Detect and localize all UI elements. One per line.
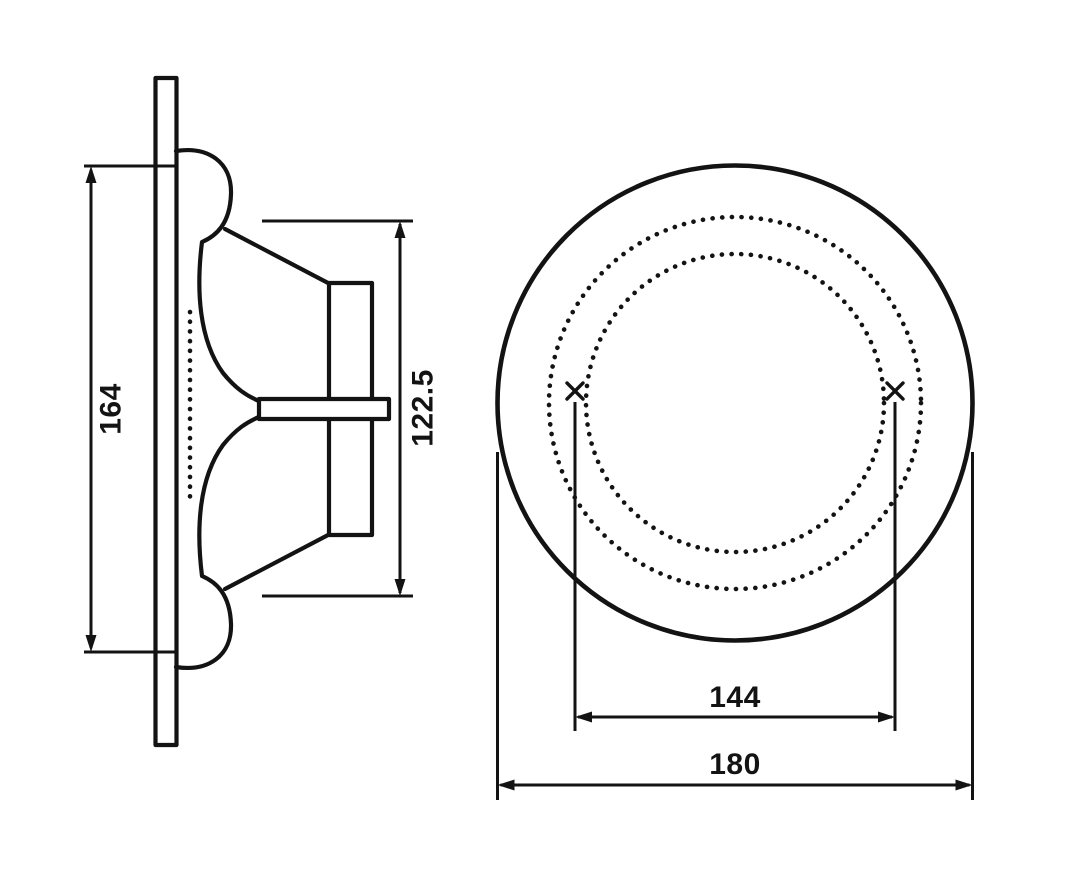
arrowhead-down-122 bbox=[394, 579, 406, 596]
cone-profile-bottom bbox=[173, 414, 262, 670]
outer-rim-circle bbox=[495, 163, 975, 643]
basket-strut-top bbox=[222, 226, 333, 287]
cone-profile-top bbox=[173, 148, 262, 404]
front-view bbox=[495, 163, 975, 643]
screw-position-x-left-icon bbox=[565, 381, 585, 401]
dimension-144: 144 bbox=[573, 402, 897, 731]
arrowhead-right-144 bbox=[878, 711, 895, 723]
dimension-164: 164 bbox=[84, 164, 178, 654]
mounting-plate bbox=[153, 75, 179, 748]
arrowhead-left-180 bbox=[497, 779, 515, 791]
pole-piece-bar bbox=[256, 396, 392, 422]
arrowhead-left-144 bbox=[575, 711, 592, 723]
basket-strut-bottom bbox=[222, 531, 333, 592]
arrowhead-up-122 bbox=[394, 221, 406, 238]
dim-label-164: 164 bbox=[95, 383, 128, 435]
screw-position-x-right-icon bbox=[885, 381, 905, 401]
dim-label-180: 180 bbox=[709, 748, 761, 781]
dim-label-122-5: 122.5 bbox=[407, 369, 440, 447]
cutout-dashed-circle bbox=[546, 214, 924, 592]
dim-label-144: 144 bbox=[709, 681, 761, 714]
dimension-122-5: 122.5 bbox=[262, 219, 440, 598]
arrowhead-up-164 bbox=[85, 166, 97, 183]
arrowhead-right-180 bbox=[955, 779, 973, 791]
dimension-180: 180 bbox=[496, 452, 974, 800]
side-view bbox=[153, 75, 392, 748]
grille-dashed-circle bbox=[583, 251, 887, 555]
arrowhead-down-164 bbox=[85, 635, 97, 652]
